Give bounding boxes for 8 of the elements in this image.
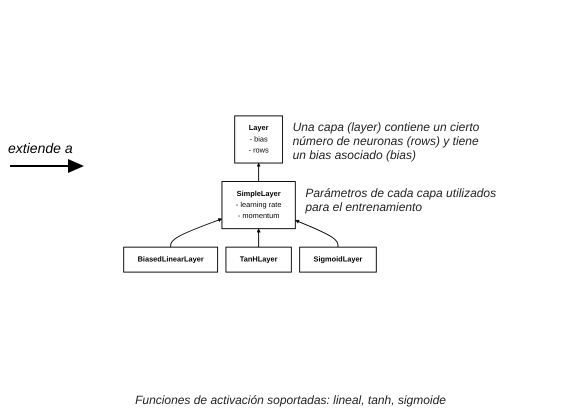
arrow bbox=[170, 218, 222, 248]
legend-text: extiende a bbox=[8, 140, 74, 156]
note-text: Una capa (layer) contiene un cierto número de neuronas (rows) y tiene un bias asociado (bias) bbox=[292, 120, 480, 162]
arrow bbox=[256, 228, 261, 248]
arrow bbox=[256, 162, 261, 182]
note-text: Parámetros de cada capa utilizados para el entrenamiento bbox=[305, 186, 498, 214]
arrow bbox=[295, 220, 338, 248]
caption: Funciones de activación soportadas: lineal, tanh, sigmoide bbox=[135, 393, 446, 407]
